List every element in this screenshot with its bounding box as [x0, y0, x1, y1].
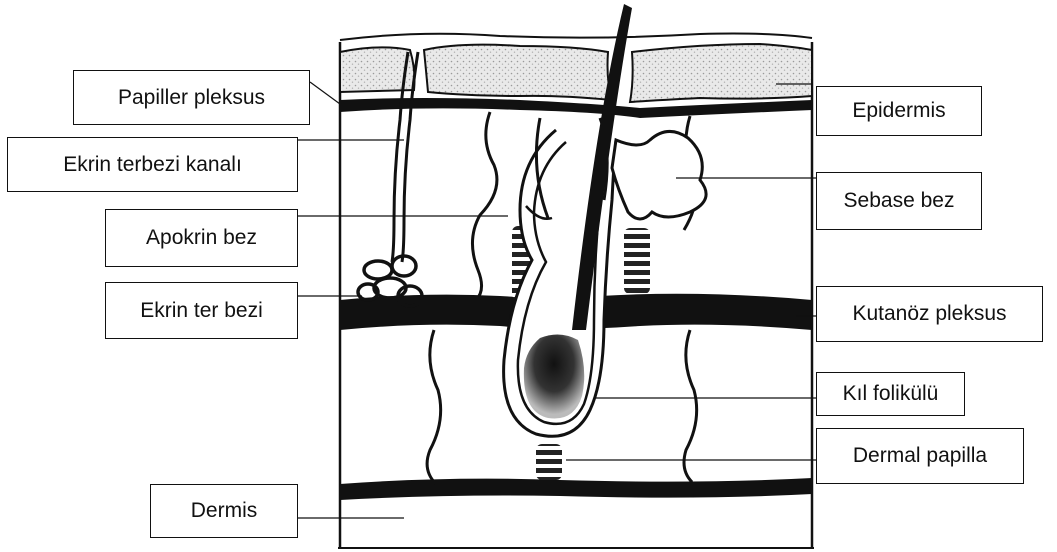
epidermis-layer [340, 34, 812, 103]
label-sebase-bez: Sebase bez [816, 172, 982, 230]
label-kutanoz-pleksus: Kutanöz pleksus [816, 286, 1043, 342]
label-kil-folikulu: Kıl folikülü [816, 372, 965, 416]
label-dermal-papilla: Dermal papilla [816, 428, 1024, 484]
dermal-papilla-shape [536, 444, 562, 480]
label-ekrin-terbezi-kanali: Ekrin terbezi kanalı [7, 137, 298, 192]
deep-plexus-band [340, 478, 812, 500]
label-dermis: Dermis [150, 484, 298, 538]
hair-bulb [524, 334, 584, 418]
label-epidermis: Epidermis [816, 86, 982, 136]
label-apokrin-bez: Apokrin bez [105, 209, 298, 267]
label-ekrin-ter-bezi: Ekrin ter bezi [105, 282, 298, 339]
sebaceous-gland [612, 131, 706, 219]
label-papiller-pleksus: Papiller pleksus [73, 70, 310, 125]
